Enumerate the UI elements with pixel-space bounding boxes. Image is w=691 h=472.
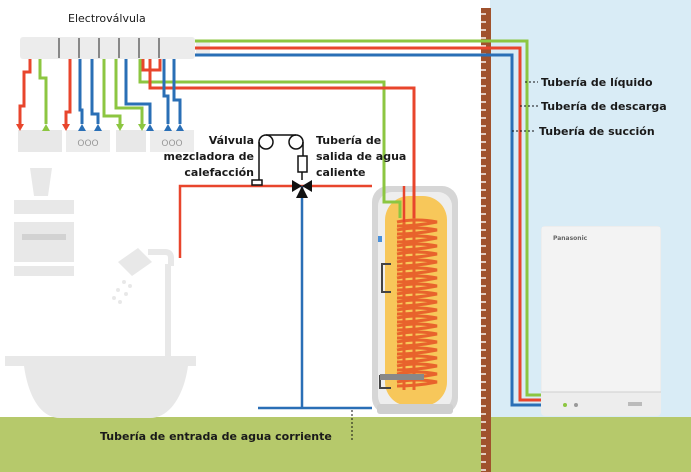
indoor-unit-display-1: OOO — [77, 139, 98, 149]
label-entrada: Tubería de entrada de agua corriente — [100, 430, 332, 443]
mixing-valve — [292, 180, 312, 198]
label-tuberia-liquido: Tubería de líquido — [541, 76, 653, 89]
liquid-pipe-main — [195, 39, 541, 397]
label-salida-2: salida de agua — [316, 150, 406, 163]
brick-wall — [481, 8, 491, 472]
cabinet-base — [14, 266, 74, 276]
electrovalve-manifold — [20, 37, 195, 59]
fixtures-group — [5, 37, 210, 418]
tank-sensor — [380, 374, 424, 380]
discharge-pipe-main — [195, 46, 541, 402]
label-salida-3: caliente — [316, 166, 366, 179]
outdoor-unit-brand: Panasonic — [553, 235, 588, 242]
refrigerant-pipes — [18, 39, 541, 407]
counter-top — [14, 200, 74, 214]
shower-head — [118, 248, 152, 276]
label-salida-1: Tubería de — [316, 134, 381, 147]
heating-coil — [396, 218, 438, 390]
leader-lines — [351, 81, 538, 440]
label-tuberia-succion: Tubería de succión — [539, 125, 655, 138]
shower-pipe — [165, 264, 171, 356]
cabinet — [14, 222, 74, 262]
ground — [0, 417, 691, 472]
label-electrovalvula: Electroválvula — [68, 12, 146, 25]
indoor-unit-3 — [116, 130, 146, 152]
indoor-unit-1 — [18, 130, 62, 152]
indoor-unit-4 — [150, 130, 194, 152]
sink-basin — [30, 168, 52, 196]
suction-pipe-main — [195, 53, 541, 407]
valve-controller — [251, 134, 308, 186]
indoor-unit-display-2: OOO — [161, 139, 182, 149]
label-tuberia-descarga: Tubería de descarga — [541, 100, 667, 113]
label-valvula-2: mezcladora de — [164, 150, 254, 163]
bathtub — [5, 356, 196, 418]
label-valvula-1: Válvula — [209, 134, 254, 147]
flow-arrows — [16, 124, 184, 131]
discharge-pipe-tank — [148, 59, 416, 218]
indoor-unit-2 — [66, 130, 110, 152]
hot-water-pipe — [178, 184, 372, 258]
water-pipes — [178, 184, 406, 410]
label-valvula-3: calefacción — [184, 166, 254, 179]
outdoor-unit — [541, 226, 661, 416]
liquid-pipe-tank — [138, 59, 402, 218]
shower-spray — [112, 280, 132, 304]
manifold-valves — [58, 38, 160, 58]
